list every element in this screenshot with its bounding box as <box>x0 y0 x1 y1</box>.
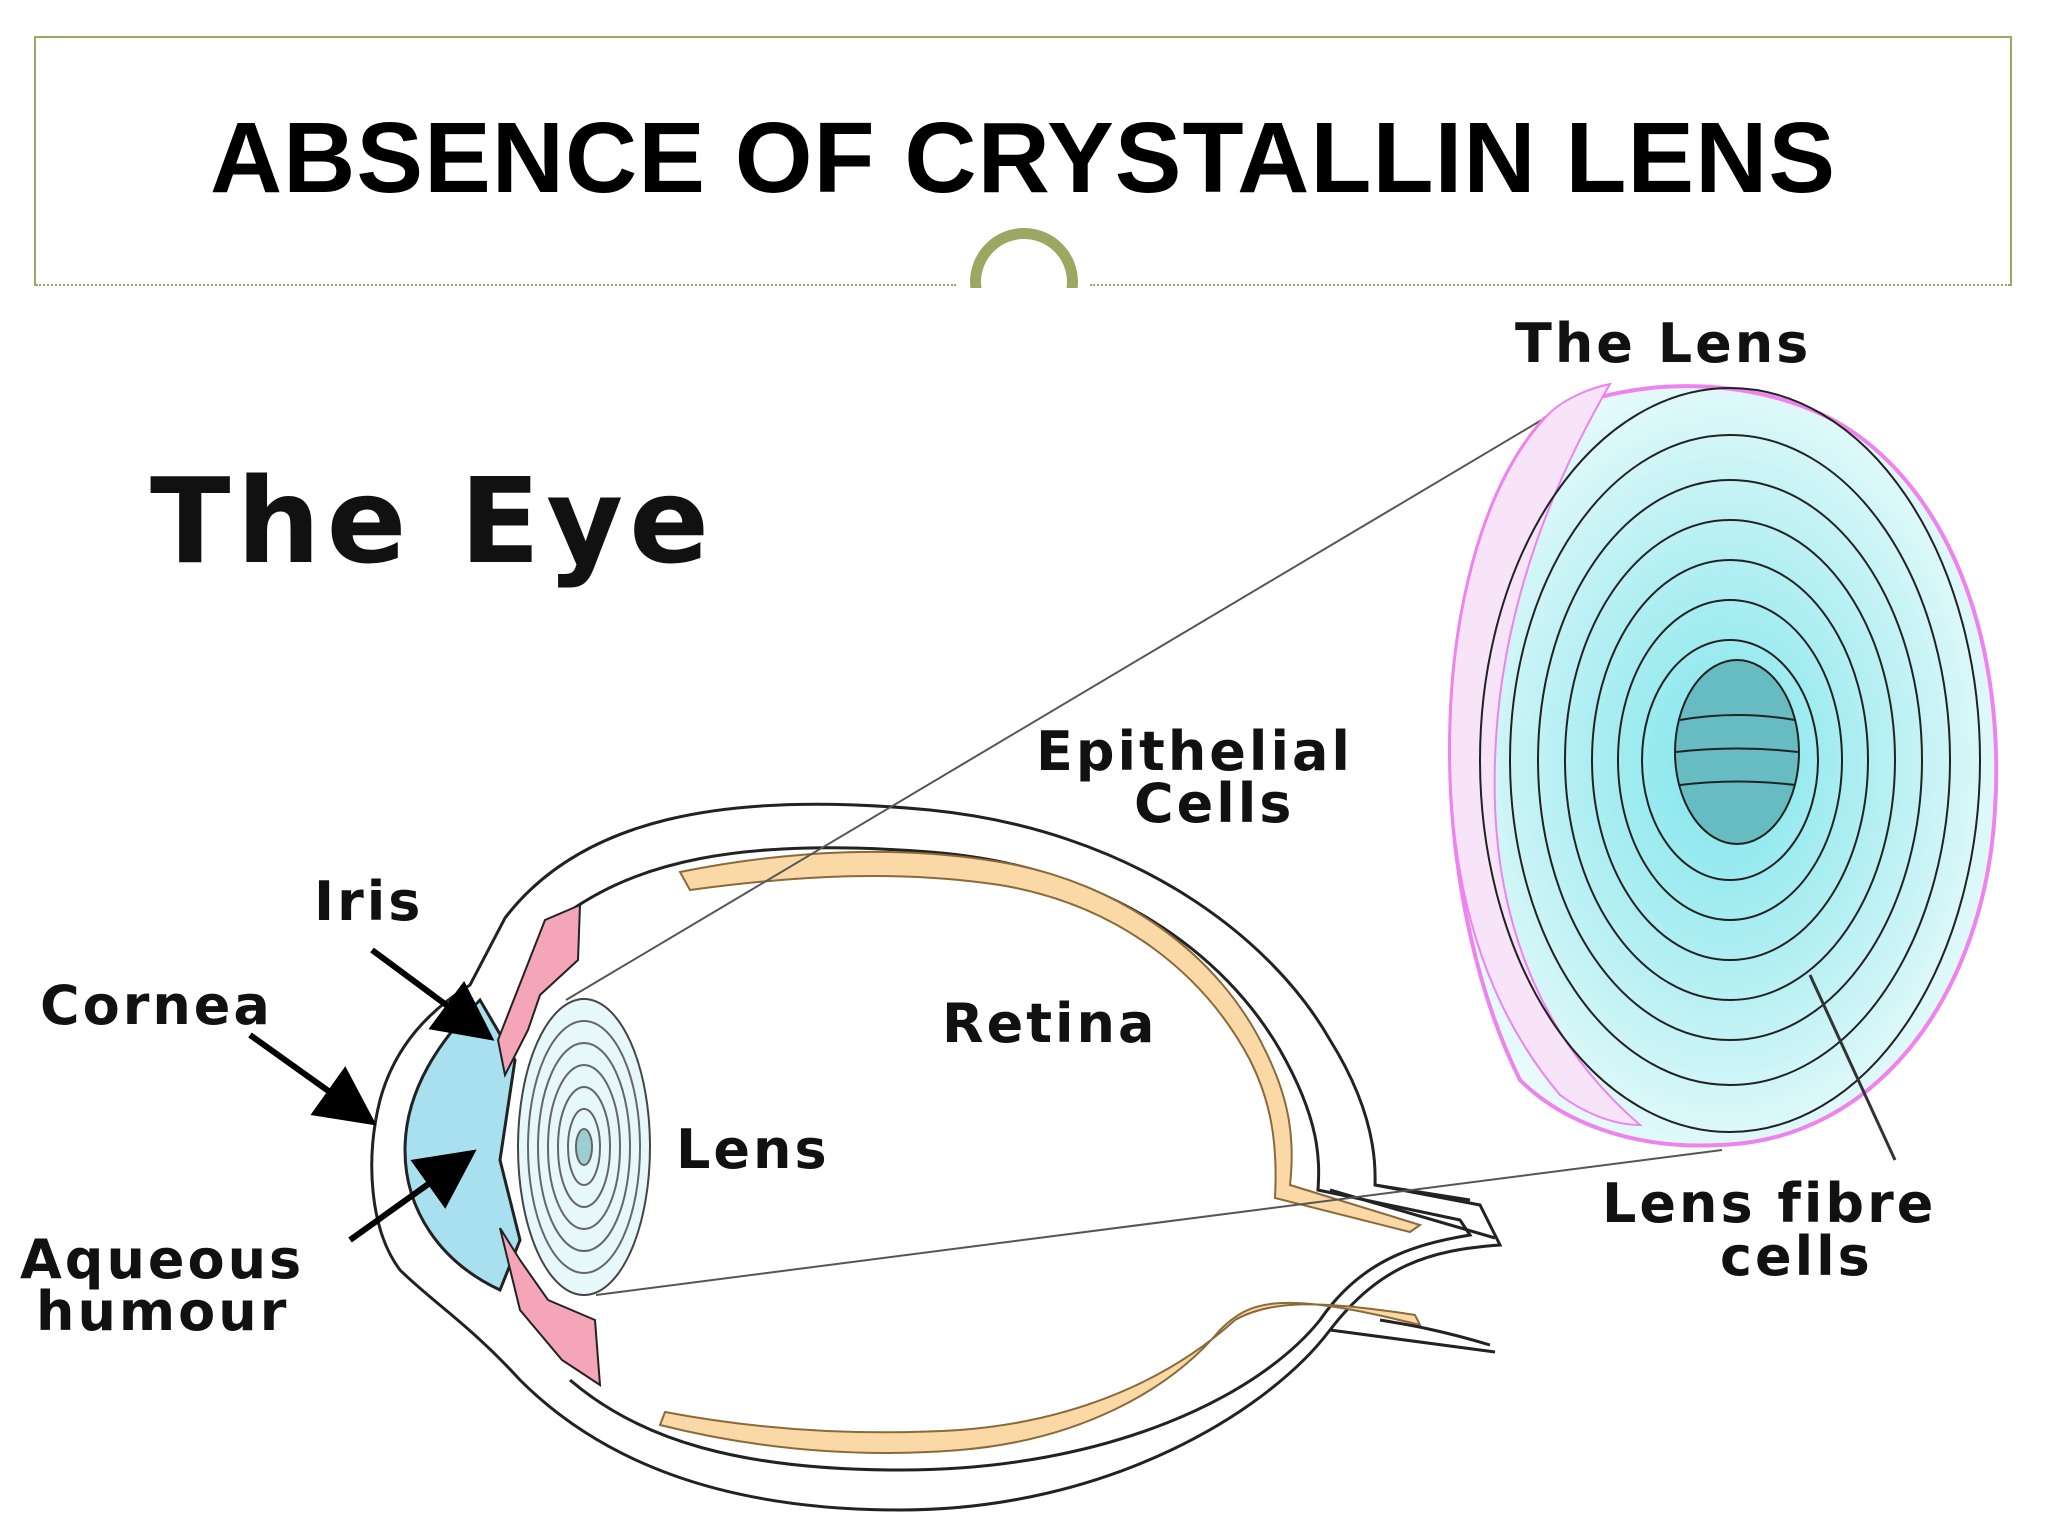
iris-bottom <box>499 1227 602 1387</box>
label-iris: Iris <box>314 870 423 933</box>
title-frame: ABSENCE OF CRYSTALLIN LENS <box>34 36 2012 286</box>
title-frame-rule-right <box>1090 284 2010 286</box>
cornea-arrow <box>248 1032 377 1126</box>
label-lens: Lens <box>676 1118 830 1181</box>
zoom-line-bottom <box>595 1149 1723 1296</box>
retina-band-top <box>678 850 1423 1234</box>
epithelial-strip <box>1448 382 1643 1127</box>
lens-nucleus <box>1674 659 1800 845</box>
small-lens <box>517 998 651 1296</box>
aqueous-arrow <box>348 1149 477 1243</box>
title-frame-rule-left <box>36 284 956 286</box>
label-cornea: Cornea <box>40 974 273 1037</box>
retina-band-bottom <box>658 1301 1422 1454</box>
eyeball <box>370 802 1503 1512</box>
label-epithelial-1: Epithelial <box>1036 720 1353 783</box>
ring-mask <box>940 288 1110 348</box>
slide-title: ABSENCE OF CRYSTALLIN LENS <box>209 102 1837 214</box>
sclera-inner <box>547 846 1473 1472</box>
label-lens-fibre-2: cells <box>1720 1225 1873 1288</box>
label-lens-fibre-1: Lens fibre <box>1602 1172 1936 1235</box>
iris-arrow <box>370 947 495 1041</box>
zoom-line-top <box>565 417 1546 1001</box>
magnified-lens <box>1447 382 1999 1148</box>
iris-top <box>496 903 582 1079</box>
label-retina: Retina <box>942 992 1157 1055</box>
cornea-aqueous <box>403 997 522 1293</box>
label-epithelial-2: Cells <box>1134 772 1294 835</box>
fibre-arrow <box>1808 974 1897 1161</box>
label-aqueous-1: Aqueous <box>20 1228 304 1291</box>
label-aqueous-2: humour <box>36 1280 289 1343</box>
label-the-lens: The Lens <box>1515 312 1811 375</box>
diagram-heading: The Eye <box>150 452 715 590</box>
